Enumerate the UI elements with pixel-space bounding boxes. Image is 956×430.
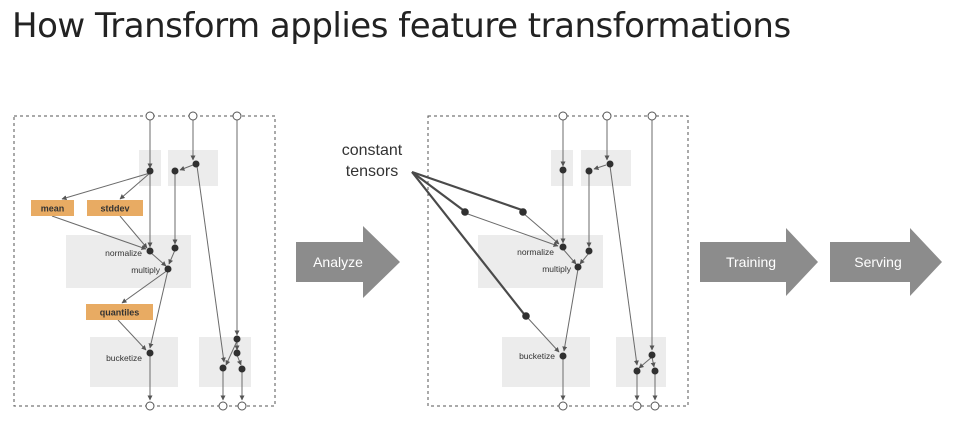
graph-edge: [522, 212, 560, 245]
constant-tensors-line2: tensors: [346, 163, 398, 180]
graph-node: [233, 349, 241, 357]
graph-node: [606, 160, 614, 168]
group-box: [90, 337, 178, 387]
graph-frame: [427, 115, 689, 407]
label-bucketize: bucketize: [106, 353, 142, 363]
output-node: [145, 401, 155, 411]
graph-edge: [119, 215, 148, 249]
serving-step: Serving: [830, 228, 942, 296]
op-box-quantiles: [86, 304, 153, 320]
graph-node: [164, 265, 172, 273]
graph-node: [171, 167, 179, 175]
graph-node: [559, 166, 567, 174]
output-node: [558, 401, 568, 411]
label-multiply: multiply: [542, 264, 572, 274]
op-box-stddev: [87, 200, 143, 216]
right-graph: normalize multiply bucketize: [411, 111, 689, 411]
graph-edge: [579, 252, 590, 265]
graph-edge: [525, 315, 560, 353]
graph-node: [146, 349, 154, 357]
group-box: [199, 337, 251, 387]
graph-node: [192, 160, 200, 168]
group-box: [502, 337, 590, 387]
graph-edge: [196, 165, 226, 363]
input-node: [188, 111, 198, 121]
graph-edge: [225, 340, 238, 366]
constant-node: [522, 312, 530, 320]
output-node: [650, 401, 660, 411]
pointer-line: [411, 170, 523, 212]
graph-node: [559, 243, 567, 251]
graph-node: [238, 365, 246, 373]
label-normalize: normalize: [105, 248, 142, 258]
graph-edge: [638, 356, 653, 369]
graph-edge: [650, 356, 656, 368]
graph-node: [219, 364, 227, 372]
graph-edge: [148, 269, 169, 349]
label-bucketize: bucketize: [519, 351, 555, 361]
graph-node: [146, 247, 154, 255]
graph-node: [574, 263, 582, 271]
graph-node: [633, 367, 641, 375]
op-box-mean: [31, 200, 74, 216]
op-label-stddev: stddev: [100, 204, 129, 214]
graph-node: [559, 352, 567, 360]
op-label-quantiles: quantiles: [100, 308, 140, 318]
analyze-arrow: [296, 226, 400, 298]
input-node: [232, 111, 242, 121]
group-box: [616, 337, 666, 387]
label-normalize: normalize: [517, 247, 554, 257]
graph-edge: [562, 248, 577, 265]
pointer-line: [411, 171, 464, 211]
graph-node: [648, 351, 656, 359]
label-multiply: multiply: [131, 265, 161, 275]
graph-frame: [13, 115, 276, 407]
pointer-line: [411, 171, 525, 315]
graph-edge: [562, 268, 579, 352]
graph-node: [585, 167, 593, 175]
input-node: [145, 111, 155, 121]
output-node: [632, 401, 642, 411]
output-node: [218, 401, 228, 411]
constant-node: [461, 208, 469, 216]
graph-edge: [51, 215, 147, 250]
serving-label: Serving: [854, 254, 901, 270]
output-node: [237, 401, 247, 411]
constant-node: [519, 208, 527, 216]
analyze-label: Analyze: [313, 254, 363, 270]
input-node: [558, 111, 568, 121]
graph-node: [233, 335, 241, 343]
graph-node: [585, 247, 593, 255]
graph-edge: [168, 249, 176, 265]
graph-edge: [464, 212, 559, 247]
left-graph: mean stddev quantiles normalize multiply…: [13, 111, 276, 411]
graph-edge: [236, 354, 242, 366]
training-label: Training: [726, 254, 776, 270]
graph-edge: [61, 172, 151, 201]
graph-edge: [117, 319, 147, 351]
graph-edge: [609, 165, 639, 366]
constant-tensors-line1: constant: [342, 142, 403, 159]
graph-edge: [119, 172, 151, 200]
training-step: Training: [700, 228, 818, 296]
graph-edge: [593, 164, 607, 170]
graph-node: [651, 367, 659, 375]
serving-arrow: [830, 228, 942, 296]
op-label-mean: mean: [41, 204, 65, 214]
training-arrow: [700, 228, 818, 296]
graph-edge: [149, 251, 167, 267]
input-node: [647, 111, 657, 121]
graph-node: [146, 167, 154, 175]
analyze-step: Analyze: [296, 226, 400, 298]
graph-edge: [179, 164, 194, 171]
graph-edge: [121, 269, 169, 304]
graph-node: [171, 244, 179, 252]
page-title: How Transform applies feature transforma…: [12, 6, 791, 46]
input-node: [602, 111, 612, 121]
